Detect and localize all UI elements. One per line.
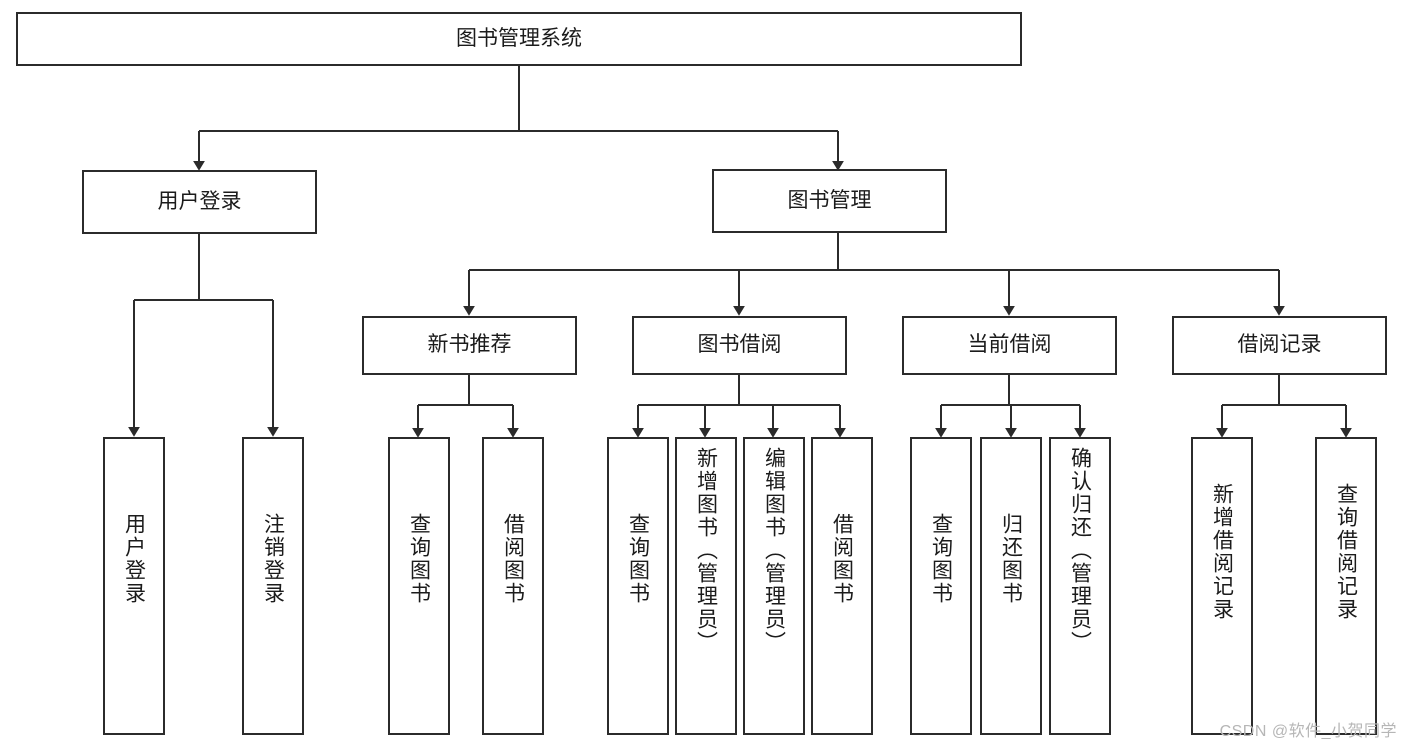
- node-root-label: 图书管理系统: [456, 26, 582, 50]
- node-leaf-cur-query[interactable]: 查询图书: [910, 437, 972, 735]
- node-user-login[interactable]: 用户登录: [82, 170, 317, 234]
- node-leaf-rec-borrow[interactable]: 借阅图书: [482, 437, 544, 735]
- node-borrow-record-label: 借阅记录: [1237, 333, 1322, 357]
- node-leaf-borrow-add-label: 新增图书（管理员）: [694, 447, 718, 654]
- node-leaf-borrow-edit[interactable]: 编辑图书（管理员）: [743, 437, 805, 735]
- node-current-borrow[interactable]: 当前借阅: [902, 316, 1117, 375]
- node-leaf-rec-borrow-label: 借阅图书: [501, 513, 525, 605]
- node-borrow-record[interactable]: 借阅记录: [1172, 316, 1387, 375]
- node-leaf-rec-search[interactable]: 查询借阅记录: [1315, 437, 1377, 735]
- node-current-borrow-label: 当前借阅: [967, 333, 1052, 357]
- node-book-borrow-label: 图书借阅: [697, 333, 782, 357]
- node-leaf-user-login[interactable]: 用户登录: [103, 437, 165, 735]
- node-leaf-borrow-edit-label: 编辑图书（管理员）: [762, 447, 786, 654]
- node-leaf-borrow-lend-label: 借阅图书: [830, 513, 854, 605]
- node-leaf-user-logout-label: 注销登录: [261, 513, 285, 605]
- node-leaf-user-login-label: 用户登录: [122, 513, 146, 605]
- node-root[interactable]: 图书管理系统: [16, 12, 1022, 66]
- node-leaf-cur-confirm[interactable]: 确认归还（管理员）: [1049, 437, 1111, 735]
- node-new-book-rec[interactable]: 新书推荐: [362, 316, 577, 375]
- node-leaf-rec-query-label: 查询图书: [407, 513, 431, 605]
- node-leaf-borrow-query[interactable]: 查询图书: [607, 437, 669, 735]
- node-leaf-cur-return-label: 归还图书: [999, 513, 1023, 605]
- node-leaf-rec-query[interactable]: 查询图书: [388, 437, 450, 735]
- node-leaf-borrow-query-label: 查询图书: [626, 513, 650, 605]
- node-book-borrow[interactable]: 图书借阅: [632, 316, 847, 375]
- node-leaf-cur-query-label: 查询图书: [929, 513, 953, 605]
- node-leaf-borrow-add[interactable]: 新增图书（管理员）: [675, 437, 737, 735]
- node-book-manage[interactable]: 图书管理: [712, 169, 947, 233]
- node-new-book-rec-label: 新书推荐: [427, 333, 512, 357]
- csdn-watermark: CSDN @软件_小贺同学: [1219, 723, 1397, 740]
- node-leaf-borrow-lend[interactable]: 借阅图书: [811, 437, 873, 735]
- node-leaf-cur-return[interactable]: 归还图书: [980, 437, 1042, 735]
- node-book-manage-label: 图书管理: [787, 188, 872, 212]
- node-leaf-rec-add-label: 新增借阅记录: [1210, 483, 1234, 621]
- node-leaf-user-logout[interactable]: 注销登录: [242, 437, 304, 735]
- node-leaf-rec-search-label: 查询借阅记录: [1334, 483, 1358, 621]
- node-leaf-cur-confirm-label: 确认归还（管理员）: [1068, 447, 1092, 654]
- node-user-login-label: 用户登录: [157, 189, 242, 213]
- node-leaf-rec-add[interactable]: 新增借阅记录: [1191, 437, 1253, 735]
